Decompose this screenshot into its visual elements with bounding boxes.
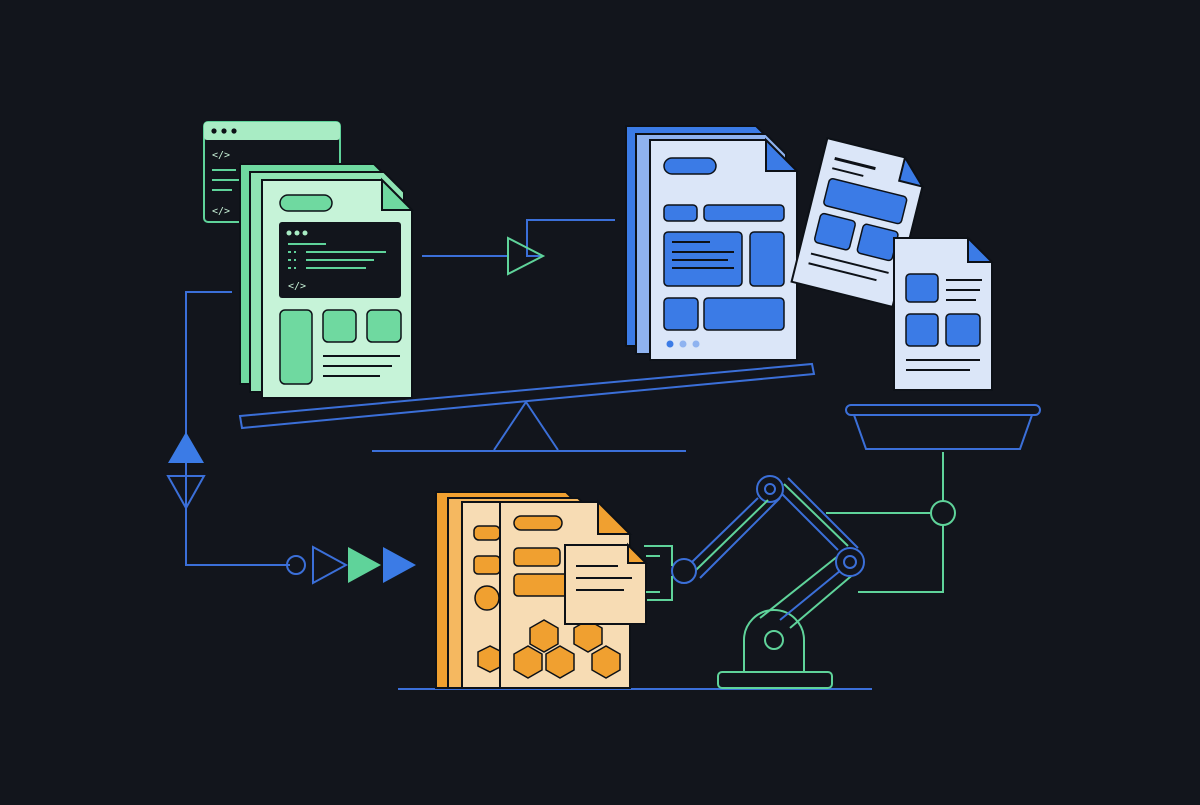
robot-arm-icon	[644, 475, 865, 689]
rendered-document-stack	[625, 125, 800, 361]
balance-scale-icon	[238, 362, 816, 452]
top-flow-arrow-icon	[507, 236, 546, 276]
held-document-icon	[564, 542, 649, 625]
flow-node-icon	[286, 555, 306, 575]
blue-arrow-icon	[383, 547, 416, 583]
hexagon-cluster	[513, 619, 621, 679]
code-tag-label-2: </>	[212, 206, 230, 217]
code-document-stack: </>	[239, 163, 415, 399]
bottom-arrow-sequence	[286, 545, 416, 585]
outline-arrow-icon	[312, 545, 349, 585]
code-tag-label-3: </>	[288, 281, 306, 292]
balance-beam	[238, 362, 816, 430]
up-arrow-icon	[168, 432, 204, 463]
tray-stem-line	[858, 452, 944, 593]
green-arrow-icon	[348, 547, 381, 583]
tilted-document-icon	[790, 136, 925, 309]
balance-fulcrum	[493, 400, 559, 451]
left-loop-line	[185, 291, 290, 566]
tray-joint-icon	[930, 500, 956, 526]
tray-icon	[845, 404, 1041, 450]
gripper-front	[646, 555, 660, 593]
top-flow-line-2	[526, 219, 615, 257]
small-document-icon	[893, 235, 995, 391]
code-tag-label-1: </>	[212, 150, 230, 161]
loop-arrows	[166, 432, 206, 511]
down-arrow-icon	[166, 475, 206, 511]
